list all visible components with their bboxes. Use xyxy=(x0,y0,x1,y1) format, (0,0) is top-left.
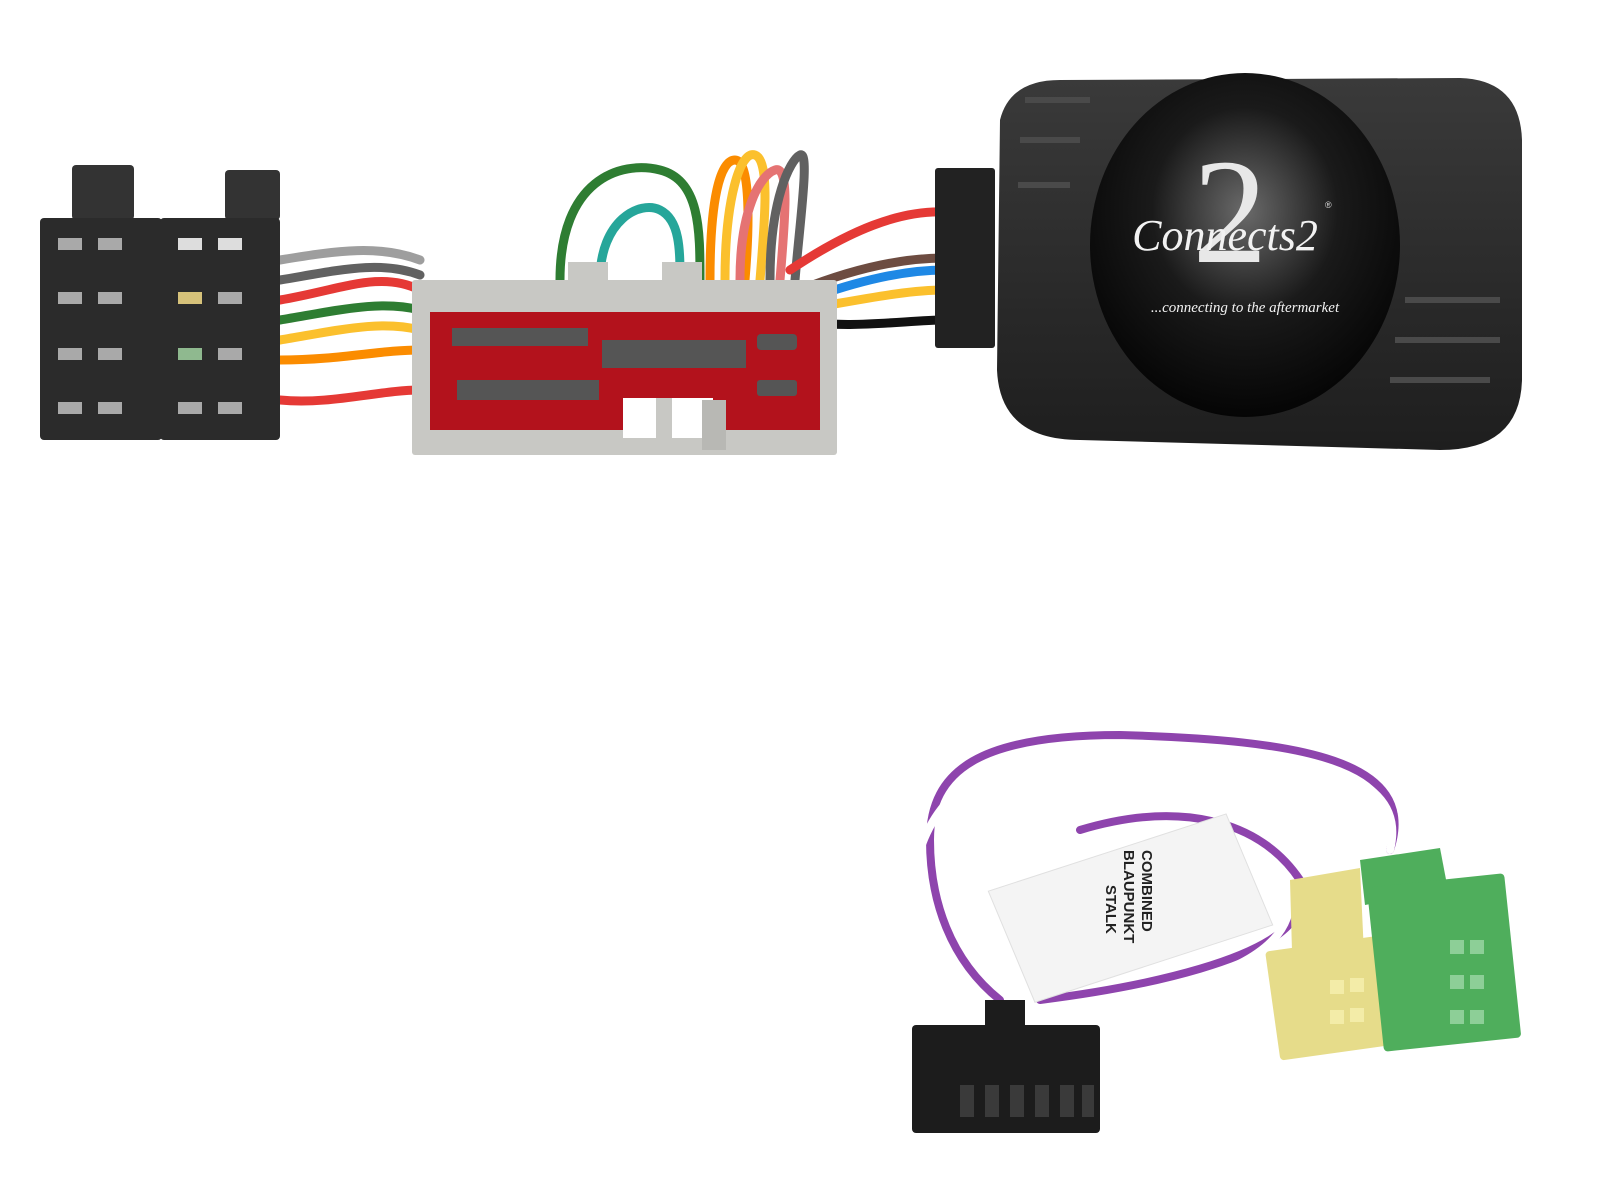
logo-numeral: 2 xyxy=(1193,129,1268,295)
brand-tagline: ...connecting to the aftermarket xyxy=(1151,300,1340,316)
interface-module: 2 Connects2 ...connecting to the afterma… xyxy=(935,73,1522,450)
label-line-3: STALK xyxy=(1102,885,1119,934)
patch-lead-wires xyxy=(914,730,1399,1014)
harness-wires xyxy=(275,150,950,406)
cable-label: COMBINED BLAUPUNKT STALK xyxy=(987,813,1274,1003)
label-line-2: BLAUPUNKT xyxy=(1120,850,1137,943)
label-line-1: COMBINED xyxy=(1138,850,1155,932)
brand-logo: Connects2 xyxy=(1132,211,1318,260)
logo-disc xyxy=(1090,73,1400,417)
black-multipin-connector xyxy=(912,1000,1100,1133)
vehicle-harness-connector xyxy=(412,262,837,455)
iso-connector-pair xyxy=(40,165,280,440)
mini-iso-connectors xyxy=(1265,848,1521,1061)
registered-mark: ® xyxy=(1325,200,1332,210)
